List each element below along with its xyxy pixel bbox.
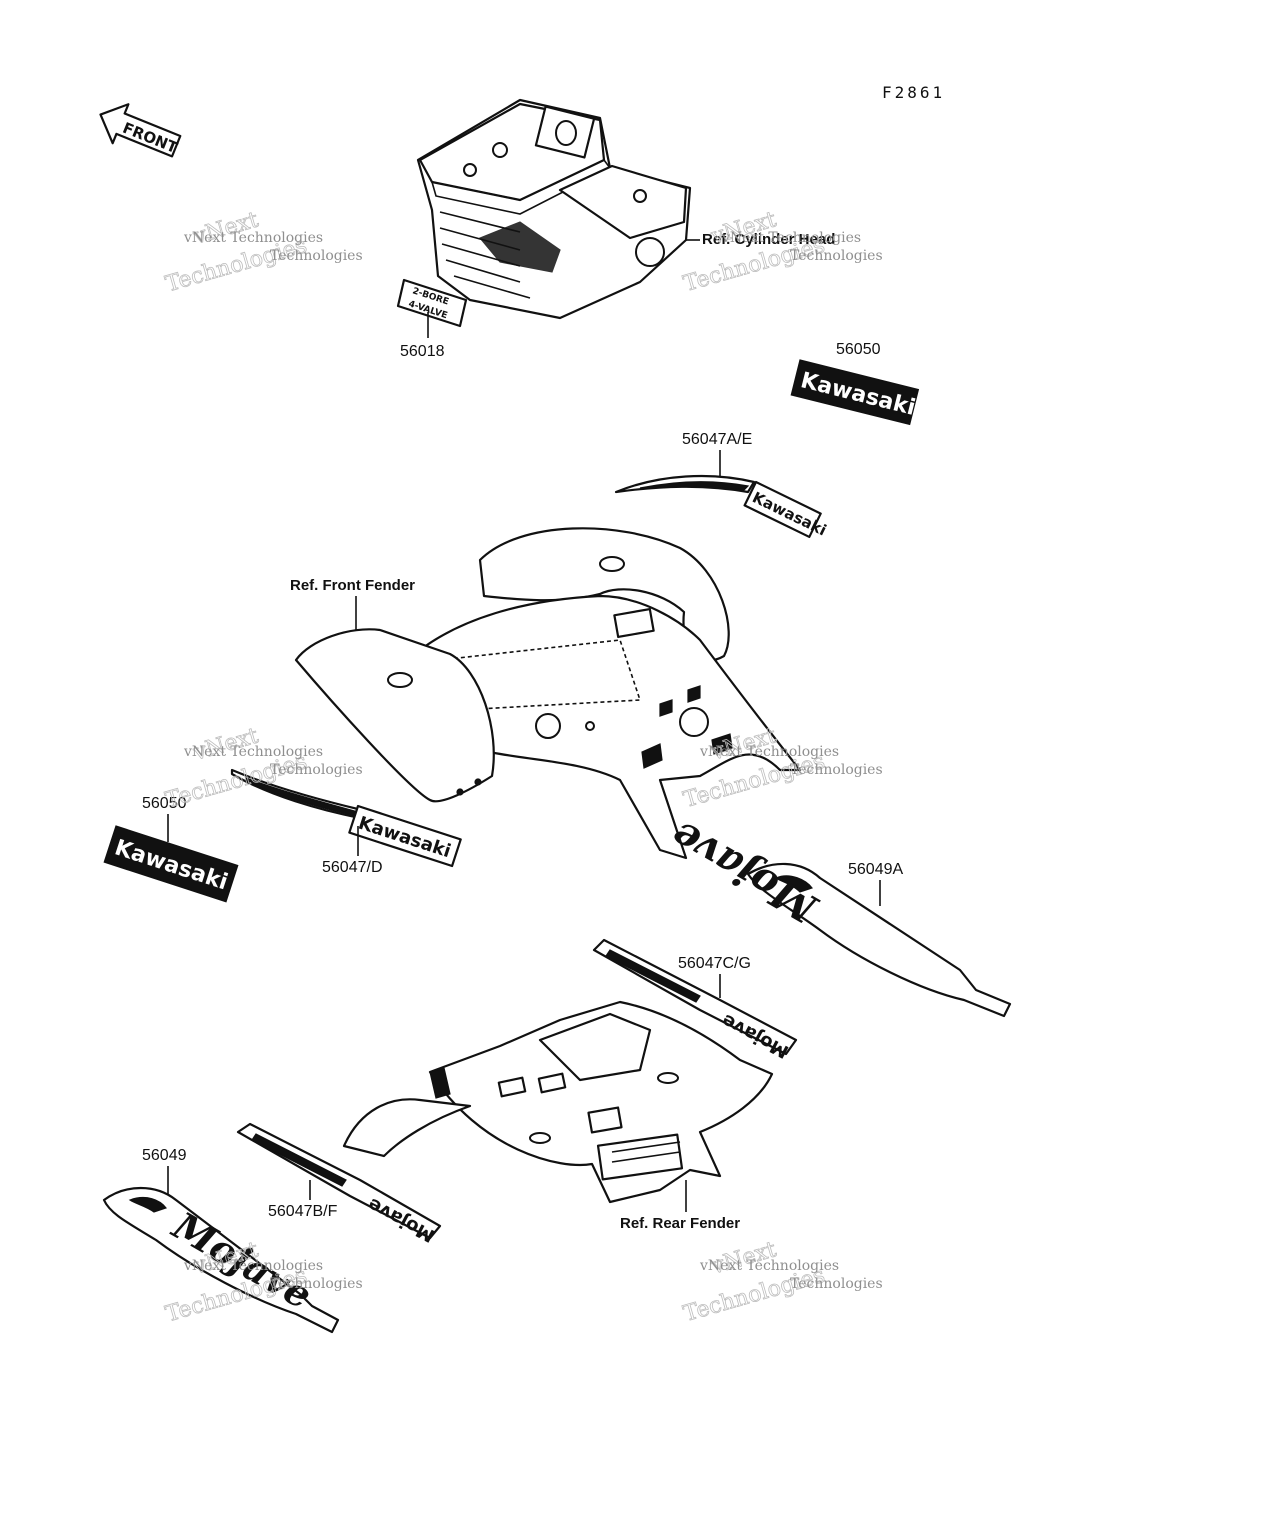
kawasaki-logo-decal-top: Kawasaki [790,359,920,426]
part-number-56047BF: 56047B/F [268,1203,338,1220]
watermark-caption-top-right-b: Technologies [790,248,883,264]
part-number-56047D: 56047/D [322,859,383,876]
cylinder-head [416,98,700,320]
kawasaki-logo-decal-left: Kawasaki [103,825,239,903]
watermark-caption-bottom-right: vNext Technologies [699,1258,839,1274]
ref-rear-fender-label: Ref. Rear Fender [620,1215,740,1232]
watermark-caption-mid-left-b: Technologies [270,762,363,778]
part-number-56049: 56049 [142,1147,187,1164]
mojave-decal-right: Mojave [663,811,1012,1018]
front-direction-arrow: FRONT [99,103,182,158]
stripe-decal-rear-left: Mojave [236,1122,442,1246]
part-number-56018: 56018 [400,343,445,360]
watermark-caption-top-right: vNext Technologies [721,230,861,246]
watermark-caption-top-left-b: Technologies [270,248,363,264]
ref-cylinder-head-label: Ref. Cylinder Head [702,231,835,248]
stripe-decal-top-right: Kawasaki [614,474,829,539]
part-number-56047CG: 56047C/G [678,955,751,972]
part-number-56050-left: 56050 [142,795,187,812]
watermark-caption-mid-right-b: Technologies [790,762,883,778]
part-number-56049A: 56049A [848,861,903,878]
watermark-caption-top-left: vNext Technologies [183,230,323,246]
watermark-top-left: vNext Technologies [162,207,310,298]
watermark-caption-mid-right: vNext Technologies [699,744,839,760]
figure-id: F2861 [882,83,945,102]
watermark-caption-bottom-left-b: Technologies [270,1276,363,1292]
watermark-caption-bottom-right-b: Technologies [790,1276,883,1292]
watermark-caption-mid-left: vNext Technologies [183,744,323,760]
watermark-caption-bottom-left: vNext Technologies [183,1258,323,1274]
rear-fender [342,1000,774,1212]
part-number-56050-top: 56050 [836,341,881,358]
front-fender [294,527,802,860]
stripe-decal-front-left: Kawasaki [230,768,462,868]
ref-front-fender-label: Ref. Front Fender [290,577,415,594]
part-number-56047AE: 56047A/E [682,431,752,448]
